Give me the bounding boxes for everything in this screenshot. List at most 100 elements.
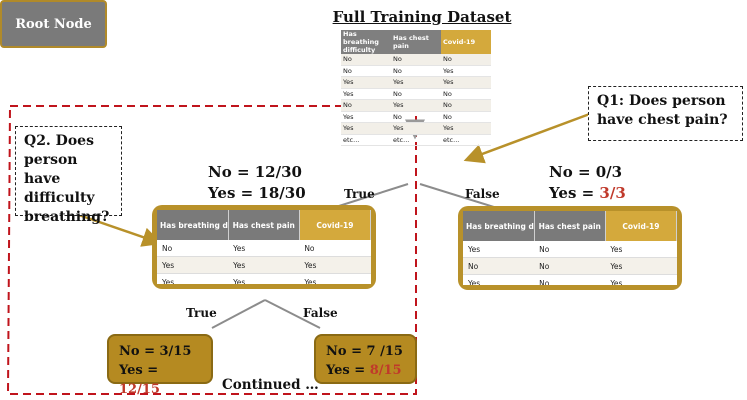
right-no-count: No = 0/3 [549,163,623,181]
sub-branch-false-label: False [303,306,338,320]
cell: Yes [299,256,371,274]
cell: No [441,111,491,123]
left-yes-count: 18/30 [258,184,306,202]
cell: Yes [441,122,491,135]
cell: No [157,240,229,257]
cell: No [391,88,441,100]
cell: Yes [228,273,300,284]
left-to-false-leaf [264,299,321,329]
cell: Yes [299,273,371,284]
right-yes-label: Yes = [549,184,600,202]
cell: Yes [157,273,229,284]
cell: Yes [391,122,441,135]
continued-label: Continued … [222,377,319,393]
q1-pointer [463,110,596,164]
cell: No [463,257,535,275]
cell: Yes [463,274,535,285]
right-branch-stats: No = 0/3 Yes = 3/3 [549,162,626,204]
left-yes-label: Yes = [208,184,259,202]
col-header: Covid-19 [441,30,491,54]
cell: Yes [391,99,441,112]
cell: No [391,54,441,66]
leaf-true-yes-label: Yes = [119,363,159,378]
branch-true-label: True [344,187,375,201]
cell: No [341,54,391,66]
col-header: Has chest pain [534,211,606,241]
question-1-callout: Q1: Does person have chest pain? [588,86,743,141]
left-node-table: Has breathing difficulty Has chest pain … [157,210,371,284]
cell: No [391,65,441,77]
leaf-node-true: No = 3/15 Yes = 12/15 [107,334,213,397]
cell: No [534,241,606,258]
left-branch-stats: No = 12/30 Yes = 18/30 [208,162,306,204]
cell: No [534,274,606,285]
right-child-node: Has breathing difficulty Has chest pain … [458,206,682,290]
question-2-callout: Q2. Does person have difficulty breathin… [15,126,122,225]
cell: No [441,99,491,112]
col-header: Has breathing difficulty [341,30,391,54]
cell: Yes [605,257,677,275]
root-node: Root Node [0,0,107,48]
cell: etc... [391,134,441,146]
leaf-false-yes-label: Yes = [326,363,370,378]
left-child-node: Has breathing difficulty Has chest pain … [152,205,376,289]
col-header: Has breathing difficulty [157,210,229,240]
left-no-count: No = 12/30 [208,163,302,181]
cell: No [341,99,391,112]
cell: Yes [157,256,229,274]
cell: etc... [341,134,391,146]
left-to-true-leaf [211,299,266,329]
leaf-false-no: No = 7 /15 [326,344,403,359]
cell: Yes [441,76,491,89]
col-header: Has breathing difficulty [463,211,535,241]
cell: No [341,65,391,77]
leaf-true-yes-count: 12/15 [119,382,160,397]
leaf-node-false: No = 7 /15 Yes = 8/15 [314,334,417,384]
cell: No [534,257,606,275]
dataset-title: Full Training Dataset [332,8,512,26]
cell: Yes [228,240,300,257]
right-yes-count: 3/3 [599,184,626,202]
leaf-true-yes-line: Yes = 12/15 [119,361,201,399]
right-node-table: Has breathing difficulty Has chest pain … [463,211,677,285]
q2-pointer [75,212,163,247]
cell: Yes [605,241,677,258]
full-dataset-table: Has breathing difficulty Has chest pain … [341,30,491,146]
right-yes-line: Yes = 3/3 [549,183,626,204]
cell: No [441,54,491,66]
col-header: Has chest pain [228,210,300,240]
cell: No [391,111,441,123]
cell: Yes [341,88,391,100]
cell: Yes [441,65,491,77]
dashed-region-outline [6,105,417,395]
sub-branch-true-label: True [186,306,217,320]
cell: Yes [605,274,677,285]
cell: Yes [341,122,391,135]
cell: Yes [391,76,441,89]
cell: etc... [441,134,491,146]
cell: Yes [463,241,535,258]
col-header: Covid-19 [605,211,677,241]
left-yes-line: Yes = 18/30 [208,183,306,204]
cell: Yes [228,256,300,274]
table-row: etc...etc...etc... [341,134,491,146]
cell: Yes [341,76,391,89]
cell: No [299,240,371,257]
cell: No [441,88,491,100]
leaf-true-no: No = 3/15 [119,344,192,359]
branch-false-label: False [465,187,500,201]
